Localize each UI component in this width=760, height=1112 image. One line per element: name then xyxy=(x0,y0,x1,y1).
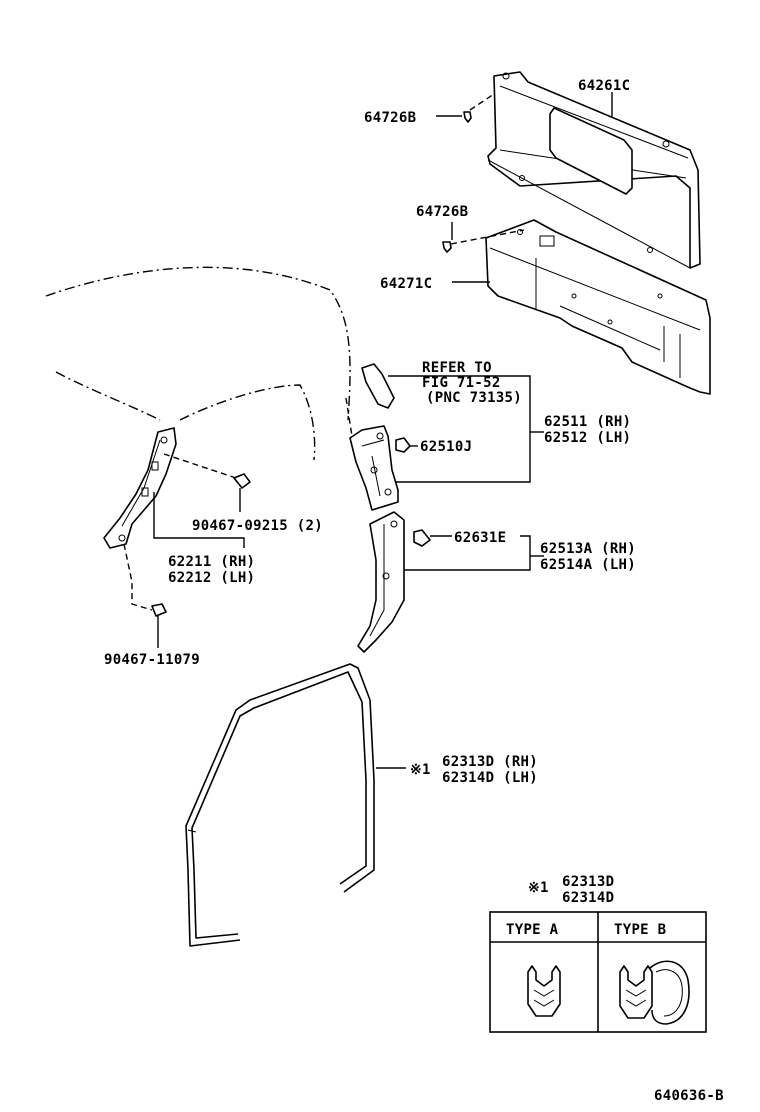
refer-part xyxy=(361,363,395,409)
label-62313d: 62313D (RH) xyxy=(442,754,538,770)
label-weatherstrip-marker: ※1 xyxy=(410,762,431,778)
lower-pillar-garnish xyxy=(357,511,405,653)
label-62513a: 62513A (RH) xyxy=(540,541,636,557)
clip-62631e xyxy=(413,529,431,547)
label-90467-11079: 90467-11079 xyxy=(104,652,200,668)
clip-lower xyxy=(442,229,525,253)
refer-dash xyxy=(345,397,353,437)
part-labels: 64261C 64726B 64726B 64271C REFER TO FIG… xyxy=(104,78,636,786)
door-weatherstrip xyxy=(185,663,375,947)
type-legend: ※1 62313D 62314D TYPE A TYPE B xyxy=(489,874,707,1033)
label-62512: 62512 (LH) xyxy=(544,430,631,446)
label-64726b-upper: 64726B xyxy=(364,110,416,126)
label-62511: 62511 (RH) xyxy=(544,414,631,430)
type-b-profile xyxy=(619,960,690,1025)
label-62514a: 62514A (LH) xyxy=(540,557,636,573)
clip-62510j xyxy=(395,437,411,453)
label-62314d: 62314D (LH) xyxy=(442,770,538,786)
legend-marker: ※1 xyxy=(528,880,549,896)
body-outline xyxy=(45,266,351,461)
label-refer-3: (PNC 73135) xyxy=(426,390,522,406)
back-panel-upper xyxy=(487,71,701,269)
front-pillar-garnish xyxy=(103,427,177,549)
label-64271c: 64271C xyxy=(380,276,432,292)
type-a-profile xyxy=(527,965,561,1017)
clip-upper xyxy=(463,93,495,123)
legend-type-b: TYPE B xyxy=(614,922,666,938)
back-panel-lower xyxy=(485,219,711,395)
label-62631e: 62631E xyxy=(454,530,506,546)
label-64261c: 64261C xyxy=(578,78,630,94)
leader-lines xyxy=(153,92,613,769)
label-refer-2: FIG 71-52 xyxy=(422,375,501,391)
legend-part-2: 62314D xyxy=(562,890,614,906)
figure-id: 640636-B xyxy=(654,1088,724,1104)
legend-type-a: TYPE A xyxy=(506,922,559,938)
screw-lower xyxy=(123,543,167,648)
legend-part-1: 62313D xyxy=(562,874,614,890)
label-64726b-lower: 64726B xyxy=(416,204,468,220)
label-62212: 62212 (LH) xyxy=(168,570,255,586)
label-62510j: 62510J xyxy=(420,439,472,455)
label-refer-1: REFER TO xyxy=(422,360,492,376)
center-pillar-garnish xyxy=(349,425,399,511)
label-90467-09215: 90467-09215 (2) xyxy=(192,518,323,534)
screw-upper xyxy=(163,453,251,512)
label-62211: 62211 (RH) xyxy=(168,554,255,570)
